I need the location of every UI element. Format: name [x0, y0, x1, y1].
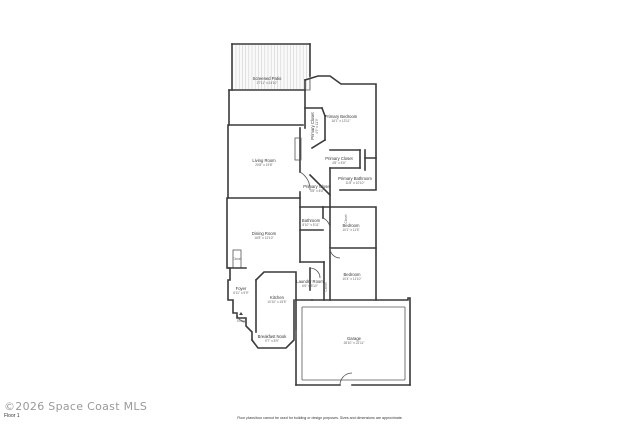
room-name: Screened Patio [253, 76, 282, 81]
floor-label: Floor 1 [4, 413, 20, 419]
room-dimensions: 11'8" x 10'10" [345, 181, 364, 185]
closet-label: Closet [232, 257, 241, 261]
room-name: Primary Bedroom [325, 114, 358, 119]
room-dimensions: 16'1" x 13'11" [331, 119, 350, 123]
room-name: Primary Closet [325, 156, 353, 161]
room-dimensions: 10'10" x 15'5" [267, 300, 286, 304]
entry-arrow-icon [239, 312, 243, 315]
room-name: Bathroom [302, 218, 321, 223]
room-name: Dining Room [252, 231, 277, 236]
room-dimensions: 10'4" x 11'10" [342, 277, 361, 281]
screened-patio-area [231, 43, 311, 91]
room-dimensions: 4'9" x 11'9" [315, 118, 319, 133]
room-name: Kitchen [270, 295, 285, 300]
room-name: Breakfast Nook [258, 334, 288, 339]
closet-label: Closet [324, 282, 328, 291]
room-dimensions: 6'11" x 9'9" [233, 291, 248, 295]
room-name: Primary Closet [303, 184, 331, 189]
room-dimensions: 27'11" x 24'10" [257, 81, 278, 85]
exterior-walls [226, 75, 411, 386]
door-swings [236, 171, 353, 386]
room-name: Primary Closet [310, 111, 315, 139]
room-dimensions: 4'8" x 8'8" [310, 189, 324, 193]
disclaimer: Floor plans/tour cannot be used for buil… [237, 416, 403, 420]
room-dimensions: 10'1" x 11'6" [342, 228, 359, 232]
room-dimensions: 9'7" x 8'9" [265, 339, 279, 343]
room-name: Foyer [236, 286, 247, 291]
entry-label: Entry [237, 319, 245, 323]
room-dimensions: 4'8" x 5'6" [332, 161, 346, 165]
room-dimensions: 26'10" x 22'11" [344, 341, 365, 345]
room-name: Bedroom [343, 223, 361, 228]
closet-label: Closet [344, 214, 348, 223]
room-name: Garage [347, 336, 362, 341]
room-name: Laundry Room [296, 279, 324, 284]
room-dimensions: 20'8" x 19'8" [255, 163, 272, 167]
interior-walls [227, 106, 366, 340]
room-dimensions: 16'8" x 12'10" [254, 236, 273, 240]
room-name: Living Room [252, 158, 276, 163]
room-dimensions: 6'6" x 5'10" [302, 284, 318, 288]
room-name: Bedroom [344, 272, 362, 277]
room-dimensions: 8'10" x 5'11" [302, 223, 319, 227]
watermark: ©2026 Space Coast MLS [4, 400, 148, 413]
room-name: Primary Bathroom [338, 176, 372, 181]
